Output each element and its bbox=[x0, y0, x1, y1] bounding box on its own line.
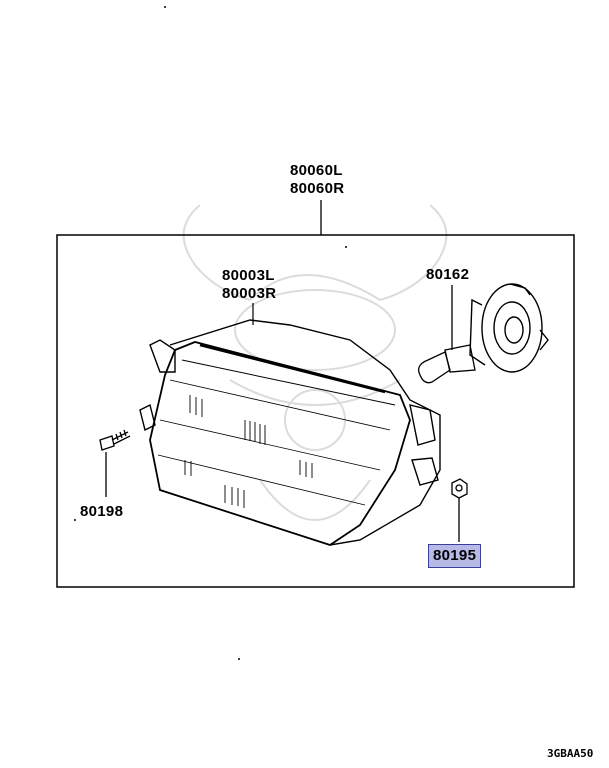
headlamp-lens bbox=[149, 341, 411, 546]
screw-icon bbox=[99, 429, 131, 497]
nut-label-highlighted[interactable]: 80195 bbox=[428, 544, 482, 568]
assembly-frame bbox=[56, 234, 575, 588]
assembly-label-left[interactable]: 80060L bbox=[290, 162, 343, 179]
watermark-logo bbox=[182, 204, 448, 521]
bulb-socket-icon bbox=[469, 283, 549, 373]
assembly-label-right[interactable]: 80060R bbox=[290, 180, 345, 197]
headlamp-housing bbox=[139, 319, 441, 546]
unit-label-left[interactable]: 80003L bbox=[222, 267, 275, 284]
screw-label[interactable]: 80198 bbox=[80, 503, 124, 520]
unit-label-right[interactable]: 80003R bbox=[222, 285, 277, 302]
nut-icon bbox=[451, 478, 468, 542]
bulb-icon bbox=[417, 285, 476, 384]
drawing-code: 3GBAA50 bbox=[547, 747, 594, 760]
bulb-label[interactable]: 80162 bbox=[426, 266, 470, 283]
